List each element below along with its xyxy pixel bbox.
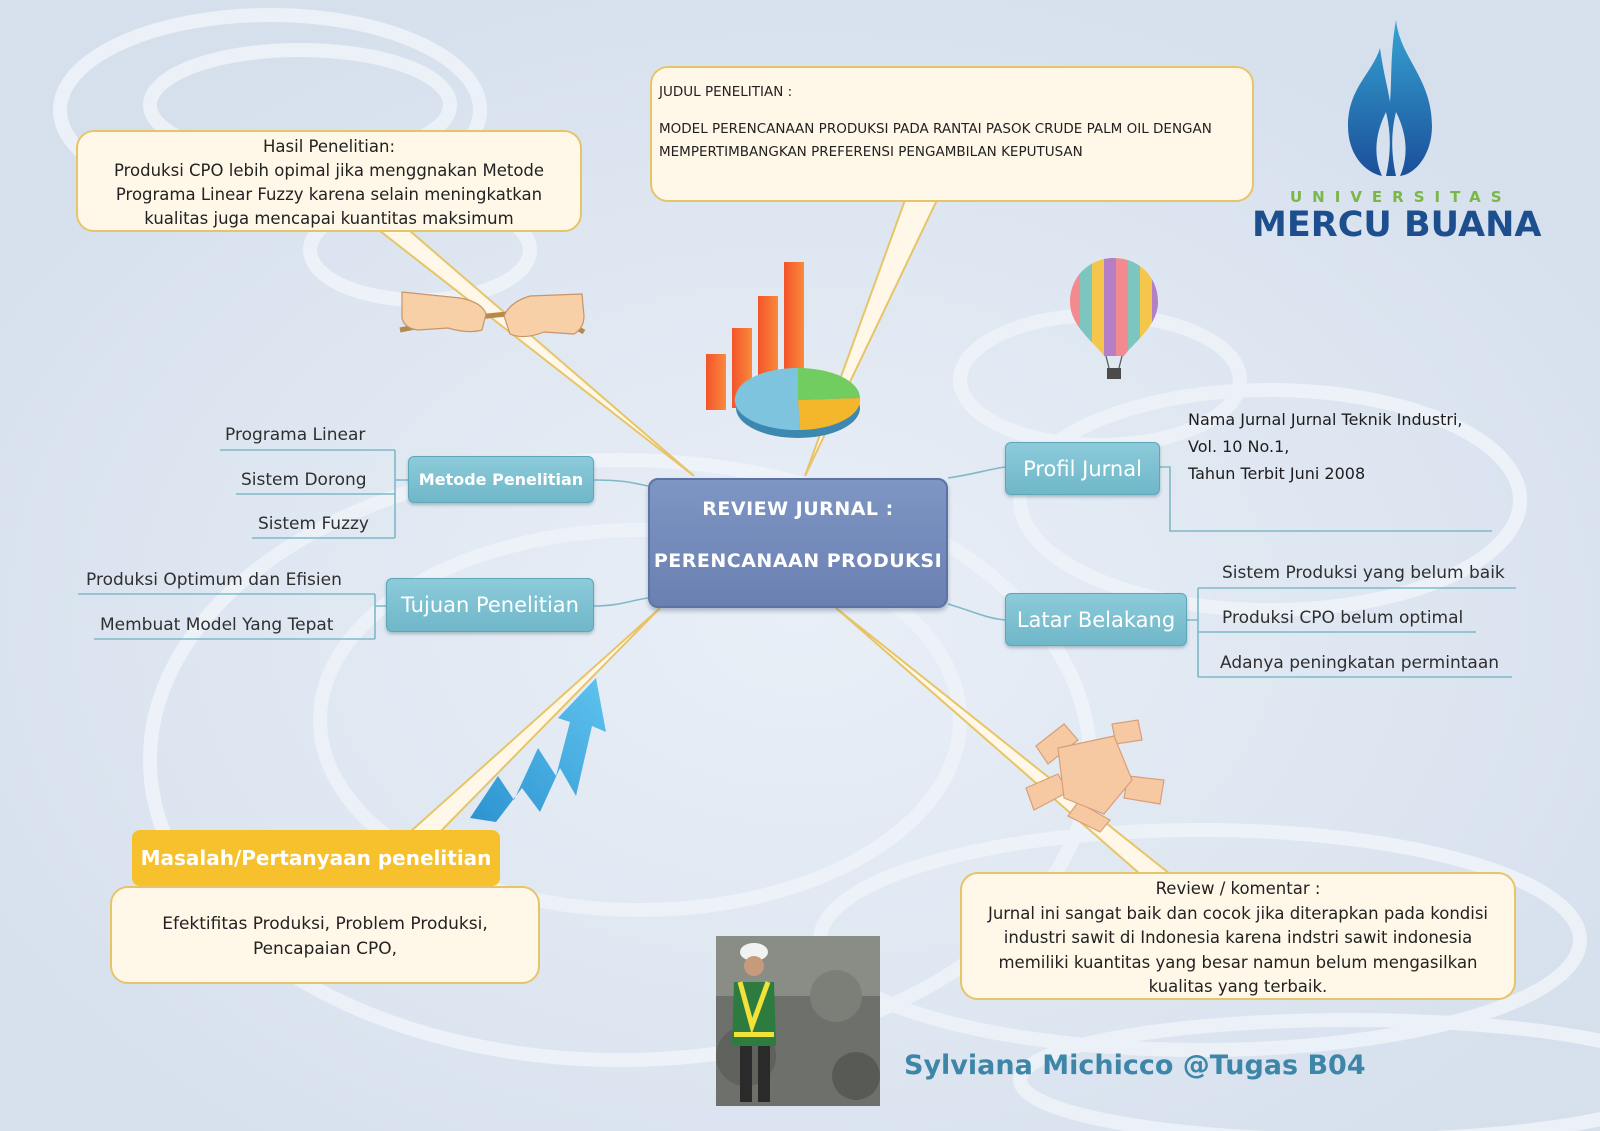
metode-leaf-programa-linear: Programa Linear: [225, 425, 366, 445]
masalah-callout: Efektifitas Produksi, Problem Produksi, …: [110, 886, 540, 984]
central-topic-line-1: REVIEW JURNAL :: [702, 498, 894, 520]
author-photo: [716, 936, 880, 1106]
university-flame-logo: [1348, 20, 1432, 176]
latar-leaf-peningkatan-permintaan: Adanya peningkatan permintaan: [1220, 653, 1500, 673]
review-label: Review / komentar :: [1155, 879, 1321, 898]
central-topic-line-2: PERENCANAAN PRODUKSI: [653, 550, 943, 572]
teamwork-hands-icon: [1025, 719, 1165, 833]
growth-arrow-icon: [470, 678, 606, 822]
judul-line-2: MEMPERTIMBANGKAN PREFERENSI PENGAMBILAN …: [659, 144, 1083, 160]
review-line-4: kualitas yang terbaik.: [1148, 977, 1328, 996]
profil-node: Profil Jurnal: [1005, 442, 1160, 495]
masalah-line-2: Pencapaian CPO,: [252, 939, 398, 959]
latar-leaf-produksi-cpo: Produksi CPO belum optimal: [1222, 608, 1464, 628]
review-line-2: industri sawit di Indonesia karena indst…: [1003, 928, 1473, 947]
profil-line-1: Nama Jurnal Jurnal Teknik Industri,: [1188, 410, 1463, 429]
tujuan-node: Tujuan Penelitian: [386, 578, 594, 632]
judul-label: JUDUL PENELITIAN :: [659, 84, 793, 100]
review-callout: Review / komentar : Jurnal ini sangat ba…: [960, 872, 1516, 1000]
metode-node: Metode Penelitian: [408, 456, 594, 503]
author-credit: Sylviana Michicco @Tugas B04: [904, 1050, 1366, 1081]
logo-mercu-buana-text: MERCU BUANA: [1252, 205, 1542, 245]
central-topic: REVIEW JURNAL : PERENCANAAN PRODUKSI: [648, 478, 948, 608]
judul-callout: JUDUL PENELITIAN : MODEL PERENCANAAN PRO…: [650, 66, 1254, 202]
profil-line-2: Vol. 10 No.1,: [1188, 437, 1290, 456]
latar-leaf-sistem-produksi: Sistem Produksi yang belum baik: [1222, 563, 1505, 583]
tug-of-war-hands-icon: [399, 291, 586, 338]
hasil-line-2: Programa Linear Fuzzy karena selain meni…: [115, 185, 543, 204]
metode-leaf-sistem-fuzzy: Sistem Fuzzy: [258, 514, 369, 534]
review-line-3: memiliki kuantitas yang besar namun belu…: [998, 952, 1478, 972]
masalah-line-1: Efektifitas Produksi, Problem Produksi,: [162, 914, 488, 934]
profil-details: Nama Jurnal Jurnal Teknik Industri, Vol.…: [1188, 406, 1463, 487]
tujuan-leaf-membuat-model: Membuat Model Yang Tepat: [100, 615, 334, 635]
profil-line-3: Tahun Terbit Juni 2008: [1188, 464, 1366, 483]
review-line-1: Jurnal ini sangat baik dan cocok jika di…: [987, 903, 1489, 923]
metode-leaf-sistem-dorong: Sistem Dorong: [241, 470, 367, 490]
hasil-line-1: Produksi CPO lebih opimal jika menggnaka…: [113, 161, 545, 180]
hasil-callout: Hasil Penelitian: Produksi CPO lebih opi…: [76, 130, 582, 232]
logo-universitas-text: UNIVERSITAS: [1290, 188, 1512, 206]
hot-air-balloon-icon: [1070, 258, 1158, 379]
tujuan-leaf-produksi-optimum: Produksi Optimum dan Efisien: [86, 570, 342, 590]
judul-line-1: MODEL PERENCANAAN PRODUKSI PADA RANTAI P…: [659, 121, 1212, 137]
hasil-line-3: kualitas juga mencapai kuantitas maksimu…: [144, 209, 514, 228]
branch-connectors: [78, 449, 1516, 678]
hasil-label: Hasil Penelitian:: [263, 137, 395, 156]
masalah-node: Masalah/Pertanyaan penelitian: [132, 830, 500, 886]
bar-pie-chart-icon: [706, 262, 861, 438]
latar-node: Latar Belakang: [1005, 593, 1187, 646]
